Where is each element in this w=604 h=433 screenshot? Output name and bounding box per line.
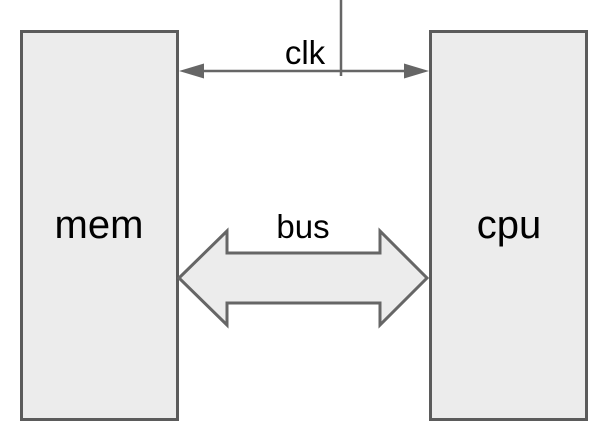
bus-connector-label: bus (276, 208, 329, 245)
clk-arrowhead-right-icon (404, 63, 429, 79)
clk-arrowhead-left-icon (179, 63, 204, 79)
cpu-node-label: cpu (477, 203, 542, 247)
cpu-node-box (429, 30, 588, 421)
mem-node-label: mem (55, 203, 144, 247)
clk-connector-label: clk (285, 34, 326, 71)
mem-node-box (20, 30, 179, 421)
bus-block-arrow (176, 227, 430, 329)
